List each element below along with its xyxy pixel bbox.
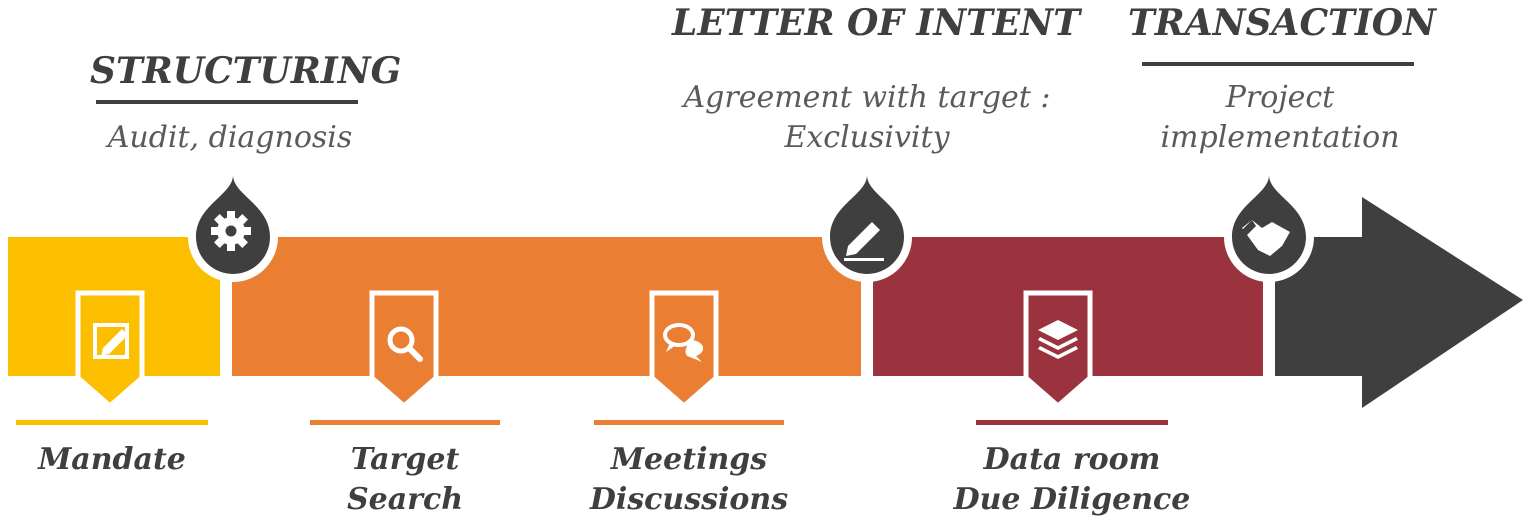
phase-desc-line: Agreement with target :	[683, 80, 1051, 115]
step-label-meetings: Meetings Discussions	[574, 440, 804, 520]
segment-orange	[232, 237, 861, 376]
step-rule-data-room	[976, 420, 1168, 425]
phase-title-transaction: TRANSACTION	[1128, 2, 1437, 44]
phase-desc-structuring: Audit, diagnosis	[80, 118, 380, 158]
phase-desc-line: Exclusivity	[784, 120, 950, 155]
pen-icon	[844, 222, 884, 261]
step-rule-mandate	[16, 420, 208, 425]
phase-title-letter-of-intent: LETTER OF INTENT	[672, 2, 1081, 44]
gear-icon	[211, 211, 251, 251]
phase-title-structuring: STRUCTURING	[90, 50, 402, 92]
step-label-mandate: Mandate	[10, 440, 214, 480]
step-tag-mandate	[75, 290, 145, 410]
phase-marker-transaction	[1224, 167, 1314, 282]
arrow-head	[1275, 197, 1523, 408]
step-label-data-room: Data room Due Diligence	[936, 440, 1208, 520]
phase-rule-structuring	[96, 100, 358, 104]
step-label-line: Mandate	[38, 442, 186, 477]
step-tag-meetings	[649, 290, 719, 410]
phase-desc-line: Project	[1225, 80, 1335, 115]
step-label-line: Data room	[983, 442, 1161, 477]
step-label-line: Target	[350, 442, 460, 477]
phase-marker-letter	[822, 167, 912, 282]
handshake-icon	[1240, 220, 1290, 256]
step-tag-target-search	[369, 290, 439, 410]
step-rule-target-search	[310, 420, 500, 425]
step-rule-meetings	[594, 420, 784, 425]
step-label-line: Due Diligence	[953, 482, 1191, 517]
layers-icon	[1038, 320, 1078, 359]
phase-marker-structuring	[188, 167, 278, 282]
phase-desc-line: implementation	[1160, 120, 1400, 155]
chat-icon	[663, 323, 704, 362]
step-label-line: Meetings	[610, 442, 768, 477]
step-tag-data-room	[1023, 290, 1093, 410]
step-label-line: Search	[346, 482, 464, 517]
phase-desc-transaction: Project implementation	[1130, 78, 1430, 158]
edit-icon	[93, 323, 129, 359]
step-label-target-search: Target Search	[300, 440, 510, 520]
step-label-line: Discussions	[589, 482, 789, 517]
magnifier-icon	[387, 326, 423, 362]
phase-desc-line: Audit, diagnosis	[107, 120, 353, 155]
phase-rule-transaction	[1142, 62, 1414, 66]
phase-desc-letter-of-intent: Agreement with target : Exclusivity	[662, 78, 1072, 158]
